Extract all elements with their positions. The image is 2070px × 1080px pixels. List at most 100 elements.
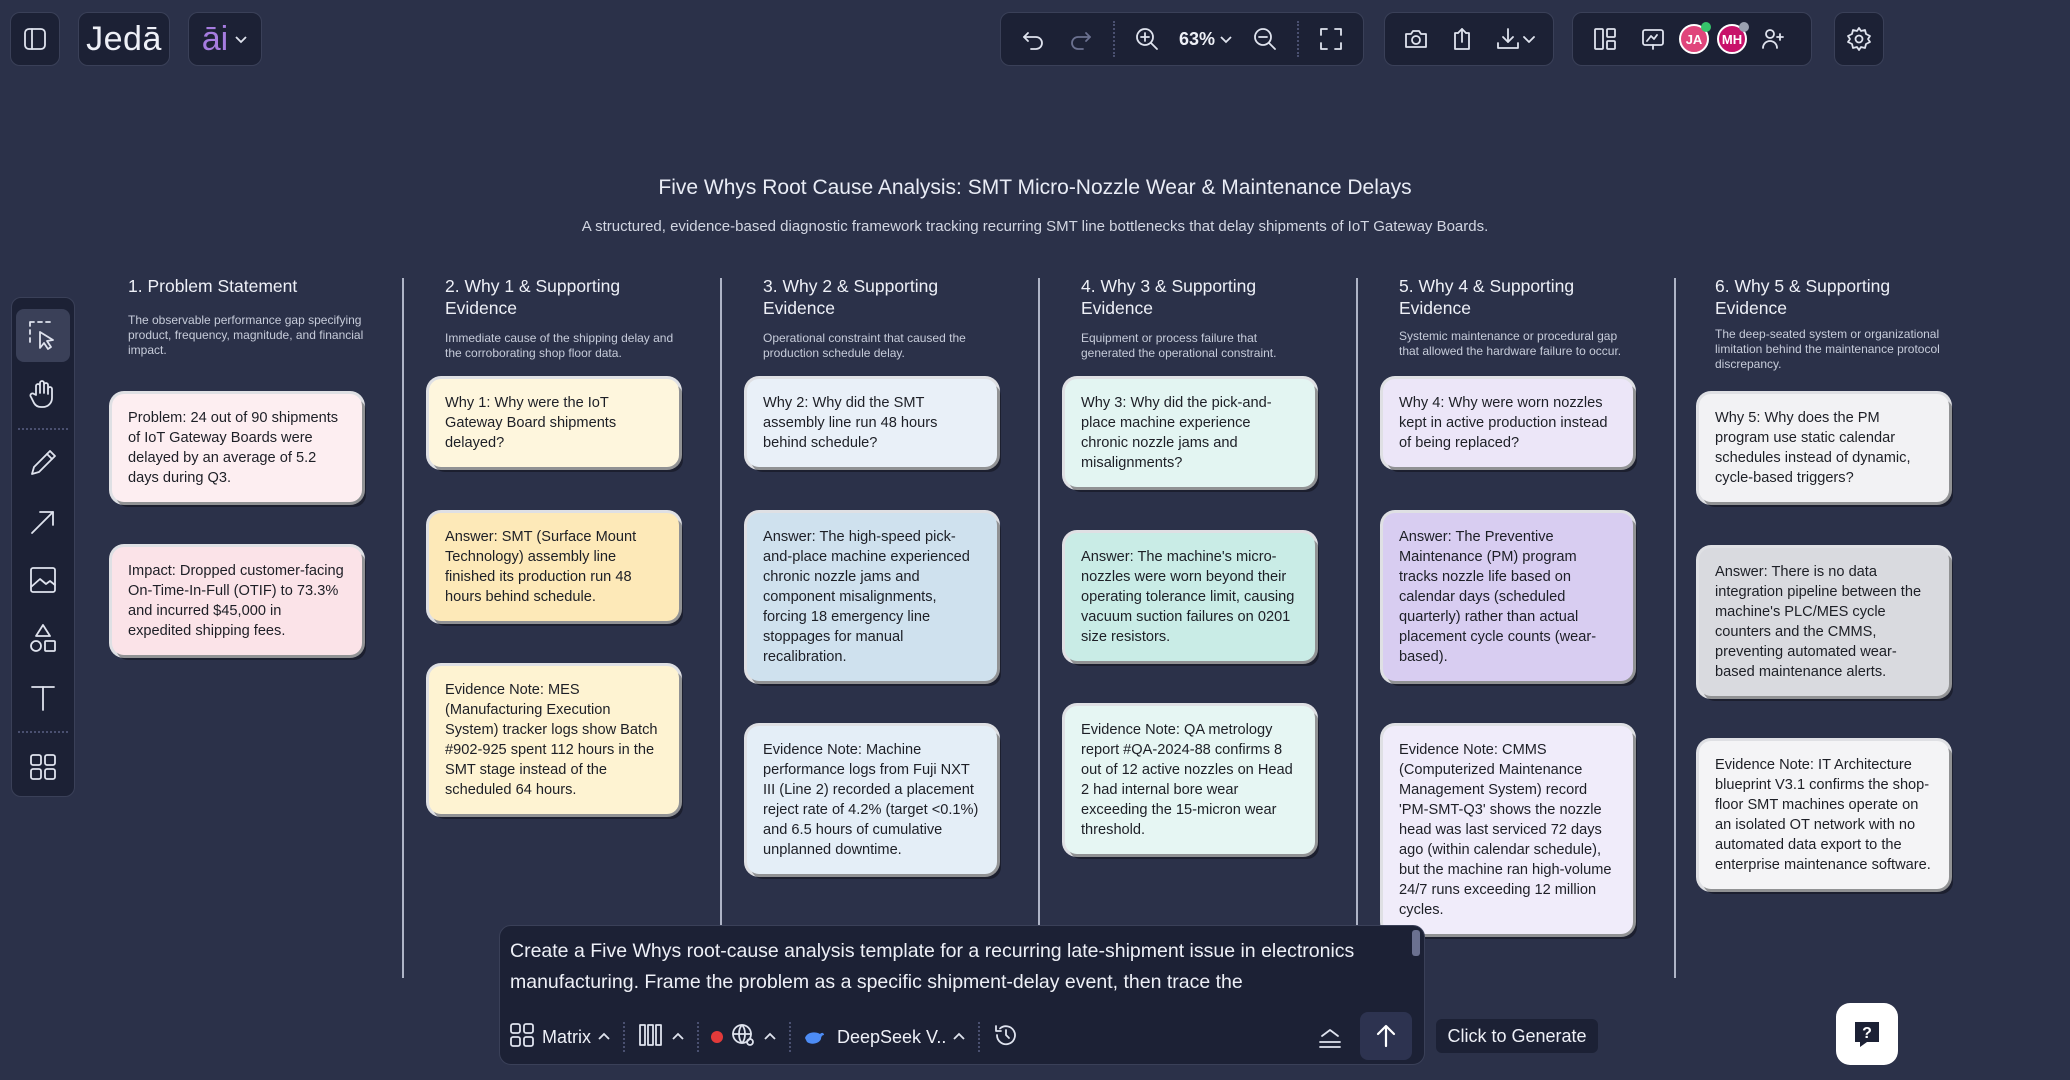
layout-label[interactable]: Matrix [542,1026,591,1047]
matrix-layout-icon[interactable] [508,1021,536,1054]
columns-icon[interactable] [637,1021,665,1054]
select-tool[interactable] [16,309,70,362]
column-description: Equipment or process failure that genera… [1081,331,1277,360]
chevron-down-icon [1523,36,1536,43]
gear-icon[interactable] [1837,17,1881,61]
column-why-3: 4. Why 3 & Supporting Evidence Equipment… [1081,275,1371,361]
answer-card[interactable]: Answer: SMT (Surface Mount Technology) a… [429,513,679,621]
arrow-up-icon [1376,1024,1396,1048]
select-cursor-icon [29,321,54,351]
why-card[interactable]: Why 4: Why were worn nozzles kept in act… [1383,379,1633,467]
image-tool[interactable] [16,554,70,607]
record-dot-icon[interactable] [711,1031,723,1043]
column-divider [1356,278,1358,978]
why-card[interactable]: Why 3: Why did the pick-and-place machin… [1065,379,1315,487]
export-toolbar [1384,12,1554,66]
prompt-divider [623,1022,625,1052]
evidence-card[interactable]: Evidence Note: CMMS (Computerized Mainte… [1383,726,1633,934]
collapse-panel-icon[interactable] [1316,1024,1344,1057]
chevron-down-icon [235,36,247,44]
pan-tool[interactable] [16,368,70,421]
column-why-1: 2. Why 1 & Supporting Evidence Immediate… [445,275,735,361]
column-description: Operational constraint that caused the p… [763,331,966,360]
share-upload-icon[interactable] [1441,17,1483,61]
answer-card[interactable]: Answer: There is no data integration pip… [1699,548,1949,696]
settings-button-group [1834,12,1884,66]
chevron-up-icon[interactable] [671,1030,685,1044]
collab-toolbar: JA MH [1572,12,1812,66]
evidence-card[interactable]: Evidence Note: MES (Manufacturing Execut… [429,666,679,814]
column-title: 2. Why 1 & Supporting Evidence [445,276,621,318]
why-card[interactable]: Why 5: Why does the PM program use stati… [1699,394,1949,502]
model-label[interactable]: DeepSeek V.. [837,1026,947,1047]
arrow-icon [31,510,54,534]
online-status-dot [1701,22,1711,32]
prompt-input[interactable]: Create a Five Whys root-cause analysis t… [510,940,1355,993]
offline-status-dot [1739,22,1749,32]
fit-screen-icon[interactable] [1309,17,1353,61]
arrow-tool[interactable] [16,495,70,548]
ai-prompt-panel: Create a Five Whys root-cause analysis t… [499,925,1425,1065]
column-why-2: 3. Why 2 & Supporting Evidence Operation… [763,275,1053,361]
image-icon [30,567,56,594]
column-why-5: 6. Why 5 & Supporting Evidence The deep-… [1715,275,1955,372]
zoom-in-icon[interactable] [1125,17,1169,61]
avatar[interactable]: JA [1679,22,1711,54]
shapes-tool[interactable] [16,613,70,666]
ai-menu-button[interactable]: āi [188,12,262,66]
undo-icon[interactable] [1011,17,1055,61]
toolbar-divider [1113,21,1115,57]
chevron-down-icon [1220,36,1232,44]
generate-tooltip: Click to Generate [1436,1019,1598,1053]
history-icon[interactable] [992,1021,1020,1054]
chevron-up-icon[interactable] [763,1030,777,1044]
problem-card[interactable]: Problem: 24 out of 90 shipments of IoT G… [112,394,362,502]
ai-logo: āi [201,19,229,58]
canvas-title: Five Whys Root Cause Analysis: SMT Micro… [658,176,1412,199]
prompt-divider [978,1022,981,1052]
text-tool[interactable] [16,672,70,725]
answer-card[interactable]: Answer: The Preventive Maintenance (PM) … [1383,513,1633,681]
help-icon: ? [1855,1022,1879,1047]
generate-button[interactable] [1360,1012,1412,1060]
why-card[interactable]: Why 2: Why did the SMT assembly line run… [747,379,997,467]
column-description: The deep-seated system or organizational… [1715,327,1940,371]
column-description: The observable performance gap specifyin… [128,313,364,357]
chevron-up-icon[interactable] [597,1030,611,1044]
shapes-icon [30,624,56,653]
pencil-icon [31,449,56,475]
web-search-icon[interactable] [729,1021,757,1054]
sidebar-toggle-group [10,12,60,66]
zoom-out-icon[interactable] [1243,17,1287,61]
grid-icon [30,753,56,780]
logo-badge[interactable]: Jedā [78,12,170,66]
present-icon[interactable] [1631,17,1675,61]
avatar[interactable]: MH [1717,22,1749,54]
answer-card[interactable]: Answer: The machine's micro-nozzles were… [1065,533,1315,661]
chevron-up-icon[interactable] [952,1030,966,1044]
evidence-card[interactable]: Evidence Note: QA metrology report #QA-2… [1065,706,1315,854]
prompt-scrollbar[interactable] [1412,930,1420,956]
prompt-options-row: Matrix DeepSeek V.. [508,1015,1020,1059]
redo-icon[interactable] [1059,17,1103,61]
column-divider [402,278,404,978]
evidence-card[interactable]: Evidence Note: Machine performance logs … [747,726,997,874]
add-user-icon[interactable] [1751,17,1795,61]
templates-tool[interactable] [16,740,70,793]
pen-tool[interactable] [16,437,70,490]
evidence-card[interactable]: Evidence Note: IT Architecture blueprint… [1699,741,1949,889]
download-icon[interactable] [1487,17,1543,61]
impact-card[interactable]: Impact: Dropped customer-facing On-Time-… [112,547,362,655]
column-description: Systemic maintenance or procedural gap t… [1399,329,1622,358]
tool-divider [18,427,68,430]
help-button[interactable]: ? [1836,1003,1898,1065]
camera-icon[interactable] [1395,17,1437,61]
toolbar-divider [1297,21,1300,57]
prompt-divider [697,1022,699,1052]
zoom-level[interactable]: 63% [1173,29,1239,50]
why-card[interactable]: Why 1: Why were the IoT Gateway Board sh… [429,379,679,467]
answer-card[interactable]: Answer: The high-speed pick-and-place ma… [747,513,997,681]
layout-panel-icon[interactable] [1583,17,1627,61]
history-zoom-toolbar: 63% [1000,12,1364,66]
sidebar-toggle-icon[interactable] [13,17,57,61]
